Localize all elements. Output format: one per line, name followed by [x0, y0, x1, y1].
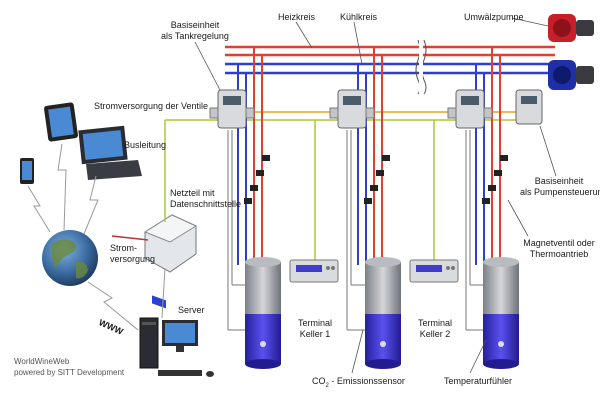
tank-1-bottom — [245, 314, 281, 364]
globe — [42, 230, 98, 286]
valve-stack-2 — [364, 155, 390, 204]
phone-device — [20, 158, 34, 184]
label-circulation-pump: Umwälzpumpe — [464, 12, 524, 22]
label-base-unit-tank-line1: Basiseinheit — [170, 20, 220, 30]
server-workstation — [139, 317, 214, 377]
label-terminal-1-line2: Keller 1 — [299, 329, 331, 339]
base-unit-tank-1 — [217, 89, 247, 129]
tank-2-bottom — [365, 314, 401, 364]
label-base-unit-tank-line2: als Tankregelung — [161, 31, 229, 41]
label-magnet-valve-line2: Thermoantrieb — [529, 249, 589, 259]
tank-3-top — [483, 262, 519, 314]
label-bus-line: Busleitung — [124, 140, 167, 150]
magnetventil-leader — [507, 199, 529, 237]
label-heating-circuit: Heizkreis — [278, 12, 316, 22]
zone-3 — [447, 47, 519, 374]
base-unit-tank-3 — [455, 89, 485, 129]
link-phone — [27, 185, 51, 233]
tablet-device — [44, 102, 78, 142]
zone-1 — [209, 47, 281, 369]
label-base-unit-tank: Basiseinheit als Tankregelung — [150, 20, 240, 42]
label-temperature-sensor: Temperaturfühler — [444, 376, 513, 386]
label-cooling-circuit: Kühlkreis — [340, 12, 378, 22]
co2-leader — [351, 329, 364, 374]
base-unit-pump — [515, 89, 543, 125]
temperature-sensor-1 — [260, 341, 266, 347]
link-tablet — [57, 143, 67, 231]
valve-stack-3 — [482, 155, 508, 204]
label-co2-prefix: CO — [312, 376, 326, 386]
label-valve-power-supply: Stromversorgung der Ventile — [94, 101, 209, 111]
label-power-input: Strom- versorgung — [110, 243, 155, 265]
label-worldwide-line1: WorldWineWeb — [14, 357, 70, 366]
laptop-device — [78, 125, 142, 180]
label-base-unit-pump-line2: als Pumpensteuerung — [520, 187, 600, 197]
circulation-pump-red — [548, 14, 594, 42]
psu-to-server — [161, 267, 166, 319]
circulation-pump-blue — [548, 60, 594, 90]
label-worldwide: WorldWineWeb powered by SITT Development — [14, 356, 124, 378]
power-cable — [111, 235, 149, 241]
label-server: Server — [178, 305, 205, 315]
label-worldwide-line2: powered by SITT Development — [14, 368, 125, 377]
power-supply-unit — [143, 214, 198, 309]
label-terminal-2-line1: Terminal — [417, 318, 452, 328]
link-laptop — [83, 175, 99, 235]
label-co2-sensor: CO2 - Emissionssensor — [312, 376, 405, 392]
label-power-input-line1: Strom- — [110, 243, 137, 253]
temperature-sensor-3 — [498, 341, 504, 347]
valve-stack-1 — [244, 155, 270, 204]
label-terminal-1-line1: Terminal — [297, 318, 332, 328]
tank-1-top — [245, 262, 281, 314]
label-terminal-2: Terminal Keller 2 — [410, 318, 460, 340]
label-base-unit-pump: Basiseinheit als Pumpensteuerung — [520, 176, 600, 198]
link-server — [87, 281, 139, 331]
temperature-sensor-2 — [380, 341, 386, 347]
pipe-headers — [225, 39, 555, 95]
terminal-keller-1 — [289, 259, 339, 283]
label-magnet-valve: Magnetventil oder Thermoantrieb — [520, 238, 598, 260]
label-co2-suffix: - Emissionssensor — [328, 376, 405, 386]
temp-sensor-leader — [469, 339, 487, 374]
label-psu-line1: Netzteil mit — [170, 188, 215, 198]
tank-3-bottom — [483, 314, 519, 364]
label-terminal-2-line2: Keller 2 — [419, 329, 451, 339]
pump-unit-leader — [539, 125, 557, 177]
label-power-input-line2: versorgung — [110, 254, 156, 264]
label-psu-line2: Datenschnittstelle — [170, 199, 242, 209]
label-terminal-1: Terminal Keller 1 — [290, 318, 340, 340]
label-magnet-valve-line1: Magnetventil oder — [523, 238, 595, 248]
terminal-keller-2 — [409, 259, 459, 283]
base-unit-tank-2 — [337, 89, 367, 129]
label-co2-sub: 2 — [325, 382, 329, 389]
label-base-unit-pump-line1: Basiseinheit — [534, 176, 584, 186]
zone-2 — [329, 47, 401, 374]
tank-2-top — [365, 262, 401, 314]
label-power-supply-unit: Netzteil mit Datenschnittstelle — [170, 188, 241, 210]
